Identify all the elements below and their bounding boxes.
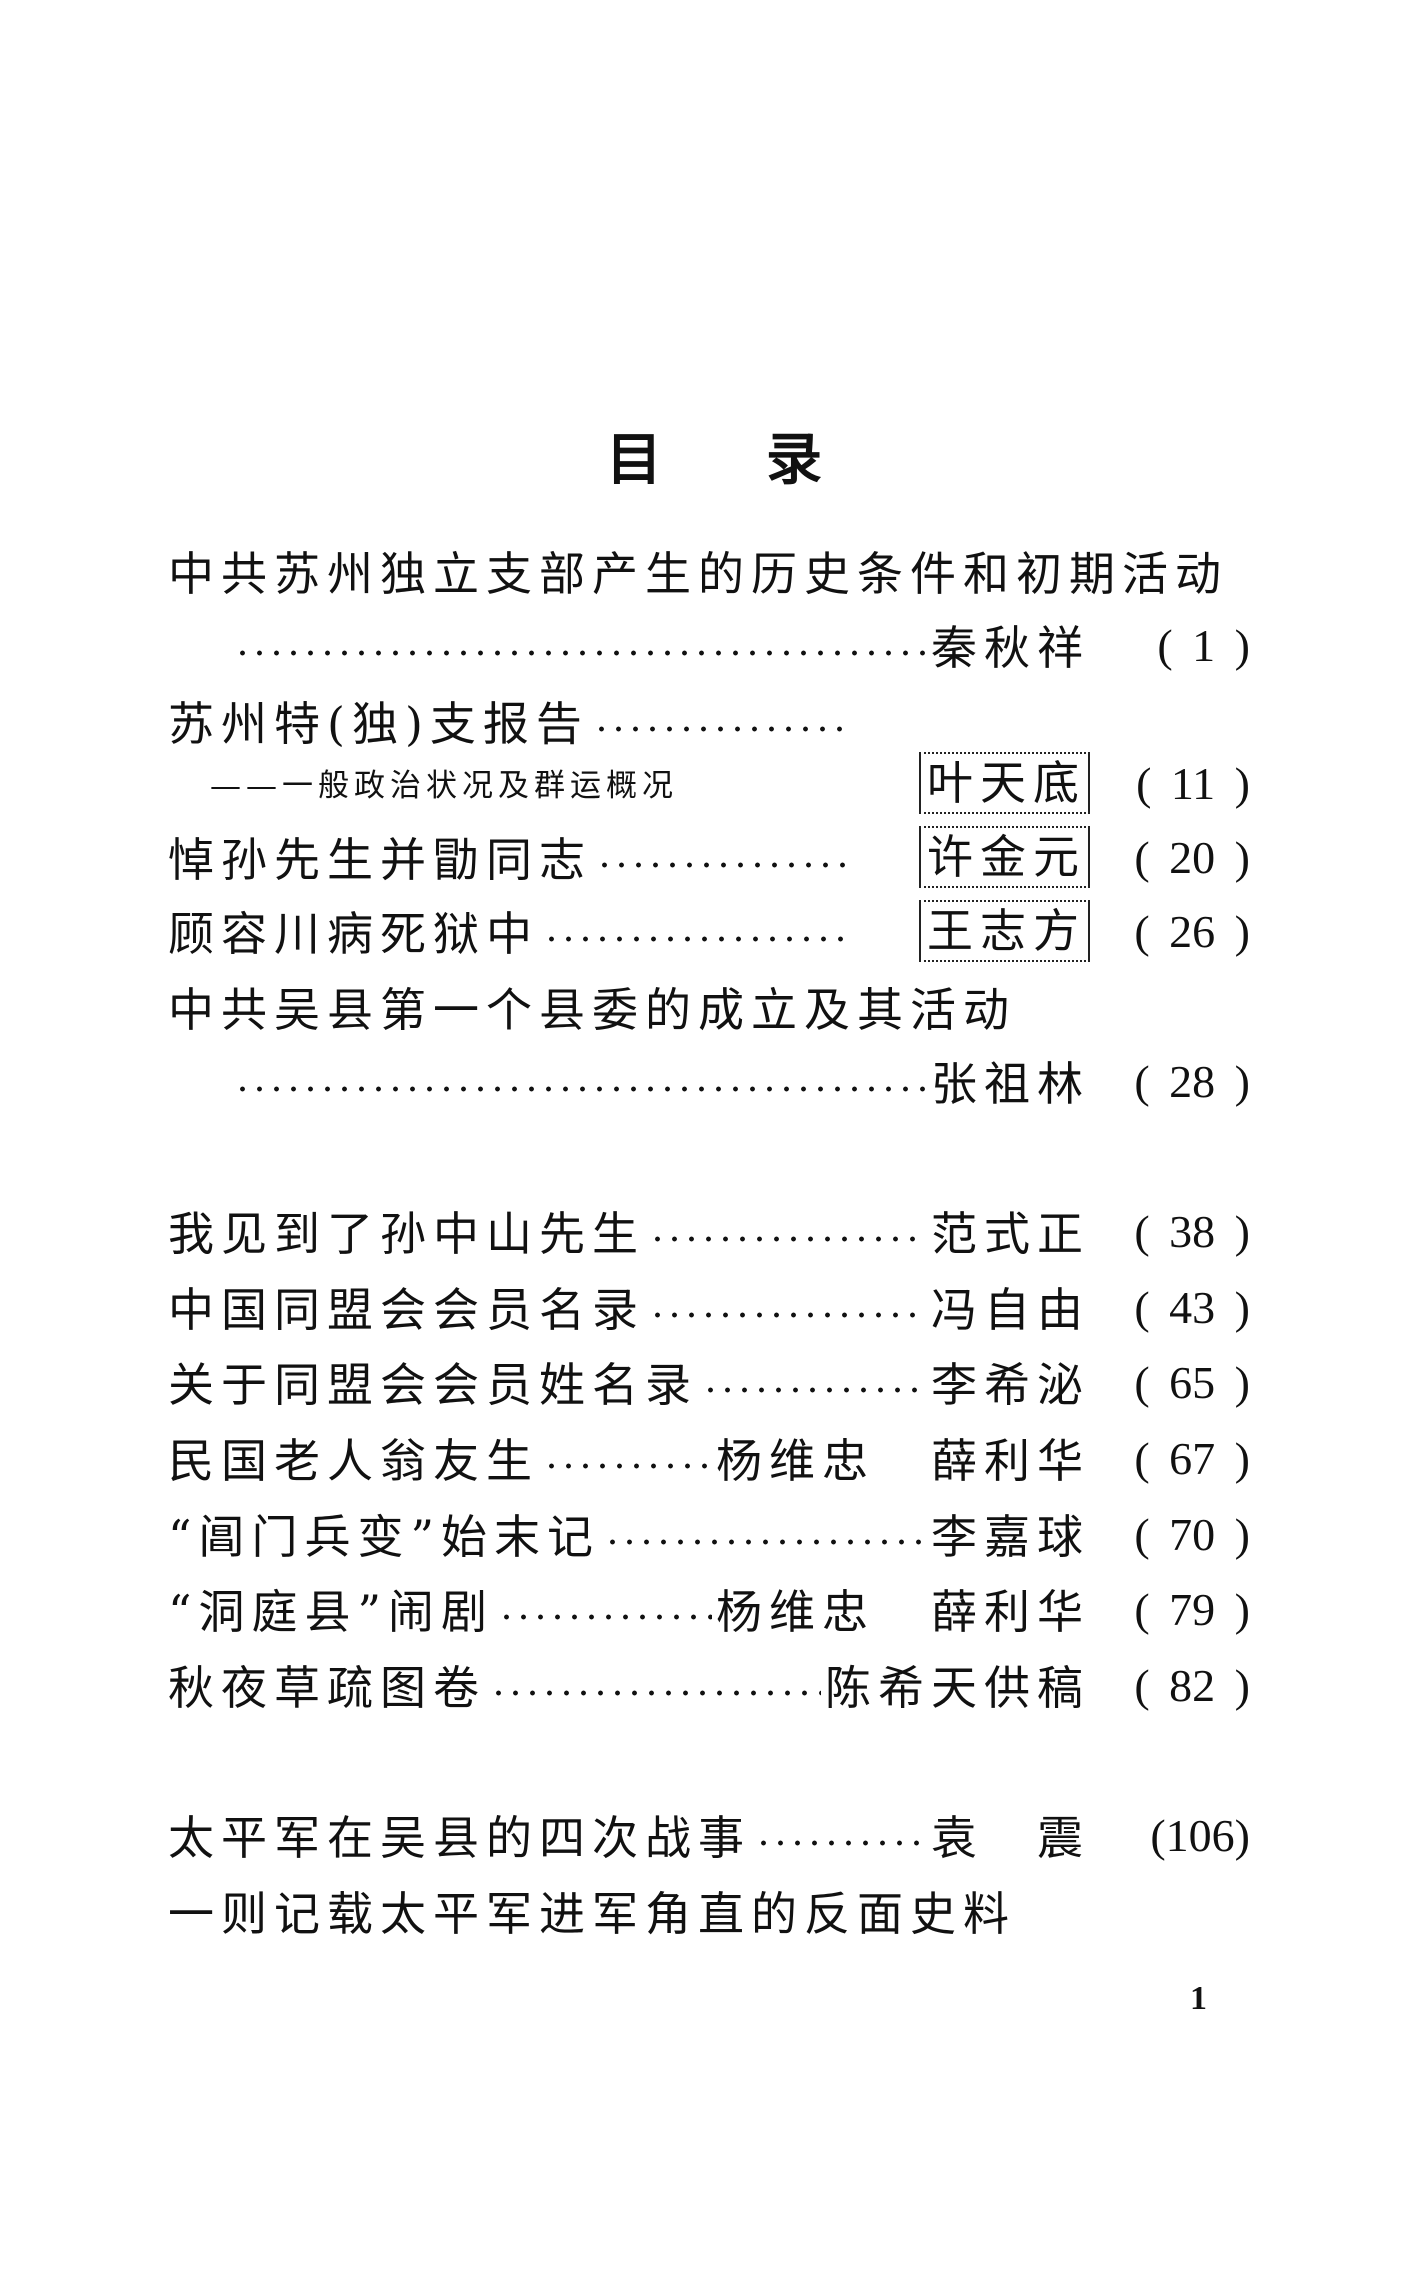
entry-author: 李希泌 bbox=[931, 1358, 1090, 1412]
dot-leader bbox=[649, 1309, 927, 1321]
dot-leader bbox=[234, 1083, 927, 1095]
entry-author: 李嘉球 bbox=[931, 1510, 1090, 1564]
page-number: 1 bbox=[1190, 1980, 1207, 2017]
entry-page: (106) bbox=[1150, 1809, 1250, 1861]
toc-entry[interactable]: 太平军在吴县的四次战事 袁 震 (106) bbox=[168, 1804, 1250, 1866]
entry-author: 杨维忠 bbox=[716, 1434, 875, 1488]
entry-title: 悼孙先生并勖同志 bbox=[168, 833, 592, 887]
toc-entry-author-line: 叶天底 ( 11 ) bbox=[168, 752, 1250, 814]
entry-page: ( 38 ) bbox=[1134, 1205, 1250, 1257]
dot-leader bbox=[649, 1233, 927, 1245]
entry-title: “阊门兵变”始末记 bbox=[168, 1510, 601, 1564]
dot-leader bbox=[543, 933, 853, 945]
toc-entry-title-line: 中共苏州独立支部产生的历史条件和初期活动 bbox=[168, 540, 1250, 602]
entry-page: ( 43 ) bbox=[1134, 1281, 1250, 1333]
entry-author: 秦秋祥 bbox=[931, 621, 1090, 675]
entry-title: 顾容川病死狱中 bbox=[168, 907, 539, 961]
toc-entry[interactable]: 民国老人翁友生 杨维忠 薛利华 ( 67 ) bbox=[168, 1427, 1250, 1489]
entry-author: 杨维忠 bbox=[716, 1585, 875, 1639]
entry-title: 中共吴县第一个县委的成立及其活动 bbox=[168, 983, 1016, 1037]
toc-entry[interactable]: 秋夜草疏图卷 陈希天供稿 ( 82 ) bbox=[168, 1654, 1250, 1716]
entry-title: 苏州特(独)支报告 bbox=[168, 697, 589, 751]
toc-entry-title-line: 中共吴县第一个县委的成立及其活动 bbox=[168, 976, 1250, 1038]
entry-author: 张祖林 bbox=[931, 1057, 1090, 1111]
entry-author: 王志方 bbox=[919, 900, 1090, 962]
toc-entry[interactable]: “洞庭县”闹剧 杨维忠 薛利华 ( 79 ) bbox=[168, 1578, 1250, 1640]
entry-page: ( 65 ) bbox=[1134, 1356, 1250, 1408]
toc-entry[interactable]: 秦秋祥 ( 1 ) bbox=[168, 614, 1250, 676]
dot-leader bbox=[755, 1837, 927, 1849]
entry-page: ( 82 ) bbox=[1134, 1659, 1250, 1711]
entry-title: 秋夜草疏图卷 bbox=[168, 1661, 486, 1715]
entry-author: 叶天底 bbox=[919, 752, 1090, 814]
toc-entry-title-line[interactable]: 一则记载太平军进军角直的反面史料 bbox=[168, 1880, 1250, 1942]
toc-entry[interactable]: 悼孙先生并勖同志 许金元 ( 20 ) bbox=[168, 826, 1250, 888]
heading-char: 目 bbox=[606, 427, 662, 493]
toc-entry[interactable]: 中国同盟会会员名录 冯自由 ( 43 ) bbox=[168, 1276, 1250, 1338]
entry-page: ( 28 ) bbox=[1134, 1055, 1250, 1107]
toc-heading: 目录 bbox=[0, 415, 1428, 496]
entry-title: “洞庭县”闹剧 bbox=[168, 1585, 495, 1639]
heading-char: 录 bbox=[766, 427, 822, 493]
entry-title: 太平军在吴县的四次战事 bbox=[168, 1811, 751, 1865]
entry-author-2: 薛利华 bbox=[931, 1434, 1090, 1488]
dot-leader bbox=[592, 723, 843, 735]
entry-page: ( 79 ) bbox=[1134, 1583, 1250, 1635]
entry-page: ( 26 ) bbox=[1134, 905, 1250, 957]
entry-page: ( 11 ) bbox=[1136, 757, 1250, 809]
entry-page: ( 70 ) bbox=[1134, 1508, 1250, 1560]
entry-author: 范式正 bbox=[931, 1207, 1090, 1261]
entry-title: 中共苏州独立支部产生的历史条件和初期活动 bbox=[168, 547, 1228, 601]
dot-leader bbox=[543, 1460, 712, 1472]
entry-author: 陈希天供稿 bbox=[825, 1661, 1090, 1715]
dot-leader bbox=[702, 1384, 927, 1396]
entry-page: ( 67 ) bbox=[1134, 1432, 1250, 1484]
dot-leader bbox=[604, 1536, 927, 1548]
entry-title: 民国老人翁友生 bbox=[168, 1434, 539, 1488]
toc-entry[interactable]: 关于同盟会会员姓名录 李希泌 ( 65 ) bbox=[168, 1351, 1250, 1413]
entry-title: 中国同盟会会员名录 bbox=[168, 1283, 645, 1337]
entry-title: 一则记载太平军进军角直的反面史料 bbox=[168, 1887, 1016, 1941]
entry-page: ( 1 ) bbox=[1157, 619, 1250, 671]
toc-entry[interactable]: “阊门兵变”始末记 李嘉球 ( 70 ) bbox=[168, 1503, 1250, 1565]
toc-entry[interactable]: 苏州特(独)支报告 bbox=[168, 690, 1250, 752]
entry-title: 关于同盟会会员姓名录 bbox=[168, 1358, 698, 1412]
entry-author: 冯自由 bbox=[931, 1283, 1090, 1337]
entry-author: 许金元 bbox=[919, 826, 1090, 888]
dot-leader bbox=[234, 647, 927, 659]
entry-subtitle: ——一般政治状况及群运概况 bbox=[210, 768, 678, 804]
toc-entry[interactable]: 我见到了孙中山先生 范式正 ( 38 ) bbox=[168, 1200, 1250, 1262]
entry-author: 袁 震 bbox=[931, 1811, 1090, 1865]
toc-entry[interactable]: 张祖林 ( 28 ) bbox=[168, 1050, 1250, 1112]
dot-leader bbox=[596, 859, 846, 871]
entry-title: 我见到了孙中山先生 bbox=[168, 1207, 645, 1261]
entry-author-2: 薛利华 bbox=[931, 1585, 1090, 1639]
toc-entry[interactable]: 顾容川病死狱中 王志方 ( 26 ) bbox=[168, 900, 1250, 962]
dot-leader bbox=[490, 1687, 821, 1699]
entry-page: ( 20 ) bbox=[1134, 831, 1250, 883]
dot-leader bbox=[498, 1611, 712, 1623]
